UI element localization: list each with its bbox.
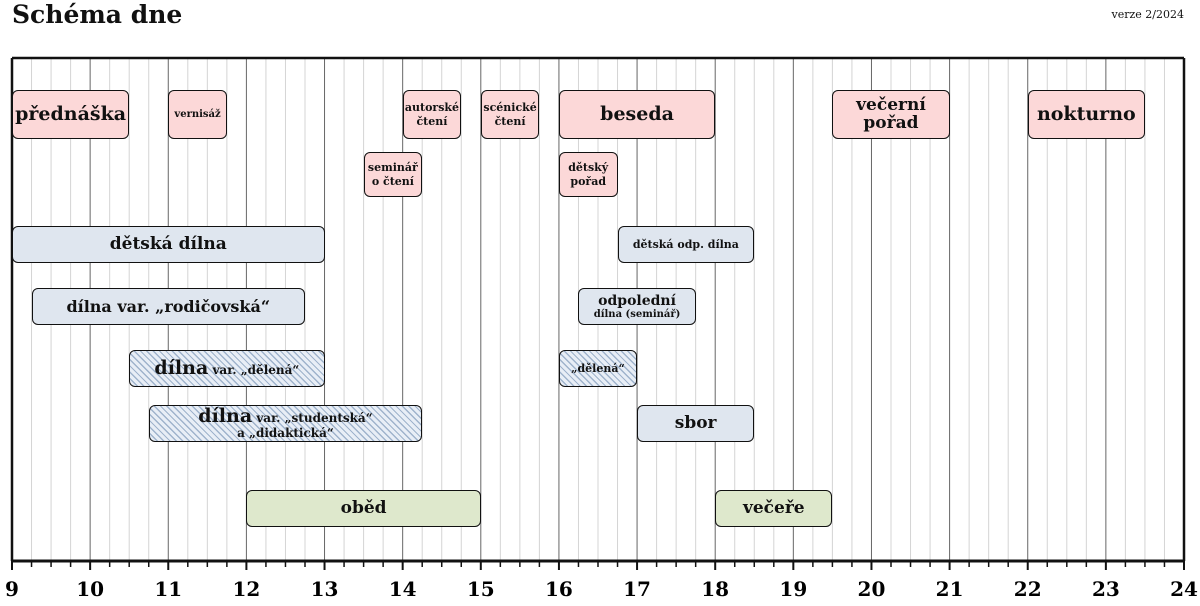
block-label-line: pořad bbox=[570, 174, 607, 188]
block-dilna-studentska: dílna var. „studentská“a „didaktická“ bbox=[148, 405, 423, 442]
block-label-sub: var. „dělená“ bbox=[208, 362, 300, 377]
block-label-line: čtení bbox=[494, 114, 526, 128]
block-label-line: večeře bbox=[742, 497, 805, 518]
block-label-line: sbor bbox=[674, 412, 717, 433]
block-label: beseda bbox=[600, 103, 674, 126]
block-label-line: dětský bbox=[568, 161, 609, 175]
block-label-line: beseda bbox=[600, 103, 674, 126]
block-label-line: přednáška bbox=[15, 103, 127, 126]
block-label: oběd bbox=[340, 497, 387, 518]
block-beseda: beseda bbox=[558, 90, 716, 139]
block-label-main: dílna bbox=[198, 405, 253, 428]
block-label-line: dílna var. „rodičovská“ bbox=[66, 296, 271, 316]
block-label-sub: a „didaktická“ bbox=[237, 426, 334, 441]
block-label-line: dílna (seminář) bbox=[593, 308, 681, 320]
block-label-line: scénické bbox=[483, 101, 537, 115]
block-label: „dělená“ bbox=[571, 362, 625, 375]
block-label: nokturno bbox=[1037, 103, 1136, 126]
block-label-line: nokturno bbox=[1036, 103, 1136, 126]
tick-label: 20 bbox=[858, 577, 886, 601]
block-obed: oběd bbox=[246, 490, 481, 527]
block-label: večeře bbox=[742, 497, 805, 518]
tick-label: 13 bbox=[311, 577, 339, 601]
tick-label: 10 bbox=[76, 577, 104, 601]
block-vecere: večeře bbox=[715, 490, 833, 527]
block-label: dětská odp. dílna bbox=[633, 238, 739, 251]
block-label-line: o čtení bbox=[371, 174, 414, 188]
block-label: sbor bbox=[674, 412, 717, 433]
block-label: dílna var. „rodičovská“ bbox=[66, 297, 270, 316]
tick-label: 19 bbox=[779, 577, 807, 601]
block-prednaska: přednáška bbox=[12, 90, 130, 139]
tick-label: 11 bbox=[154, 577, 182, 601]
tick-label: 23 bbox=[1092, 577, 1120, 601]
block-detska-dilna: dětská dílna bbox=[12, 226, 325, 263]
block-label: přednáška bbox=[15, 103, 126, 126]
block-label: vernisáž bbox=[174, 109, 220, 121]
block-label: dílna var. „dělená“ bbox=[154, 356, 300, 380]
tick-label: 15 bbox=[467, 577, 495, 601]
block-label-line: autorské bbox=[404, 101, 460, 115]
block-dilna-delena: dílna var. „dělená“ bbox=[129, 350, 325, 387]
block-detska-odp-dilna: dětská odp. dílna bbox=[617, 226, 755, 263]
block-label-line: dětská dílna bbox=[109, 233, 227, 254]
block-label-line: „dělená“ bbox=[571, 361, 625, 375]
block-label-line: čtení bbox=[416, 114, 448, 128]
block-label-line: oběd bbox=[340, 497, 387, 518]
block-label: dětská dílna bbox=[109, 233, 227, 254]
tick-label: 9 bbox=[5, 577, 19, 601]
tick-label: 12 bbox=[232, 577, 260, 601]
block-sbor: sbor bbox=[637, 405, 755, 442]
block-label-line: odpolední bbox=[598, 292, 676, 309]
block-delena: „dělená“ bbox=[558, 350, 638, 387]
tick-label: 21 bbox=[936, 577, 964, 601]
tick-label: 17 bbox=[623, 577, 651, 601]
block-label-line: vernisáž bbox=[174, 108, 221, 120]
block-label: dílna var. „studentská“a „didaktická“ bbox=[198, 405, 373, 441]
block-dilna-rodicovska: dílna var. „rodičovská“ bbox=[31, 288, 305, 325]
block-label-line: dětská odp. dílna bbox=[632, 237, 739, 251]
block-label-sub: var. „studentská“ bbox=[252, 411, 373, 426]
block-vernisaz: vernisáž bbox=[168, 90, 227, 139]
tick-label: 24 bbox=[1170, 577, 1198, 601]
tick-label: 18 bbox=[701, 577, 729, 601]
tick-label: 16 bbox=[545, 577, 573, 601]
tick-label: 22 bbox=[1014, 577, 1042, 601]
block-label-line: večerní bbox=[856, 94, 926, 115]
tick-label: 14 bbox=[389, 577, 417, 601]
block-label-main: dílna bbox=[154, 356, 209, 379]
block-label-line: seminář bbox=[367, 161, 418, 175]
version-label: verze 2/2024 bbox=[1111, 8, 1184, 21]
block-label-line: pořad bbox=[863, 112, 919, 133]
block-nokturno: nokturno bbox=[1027, 90, 1145, 139]
page-title: Schéma dne bbox=[12, 0, 183, 29]
